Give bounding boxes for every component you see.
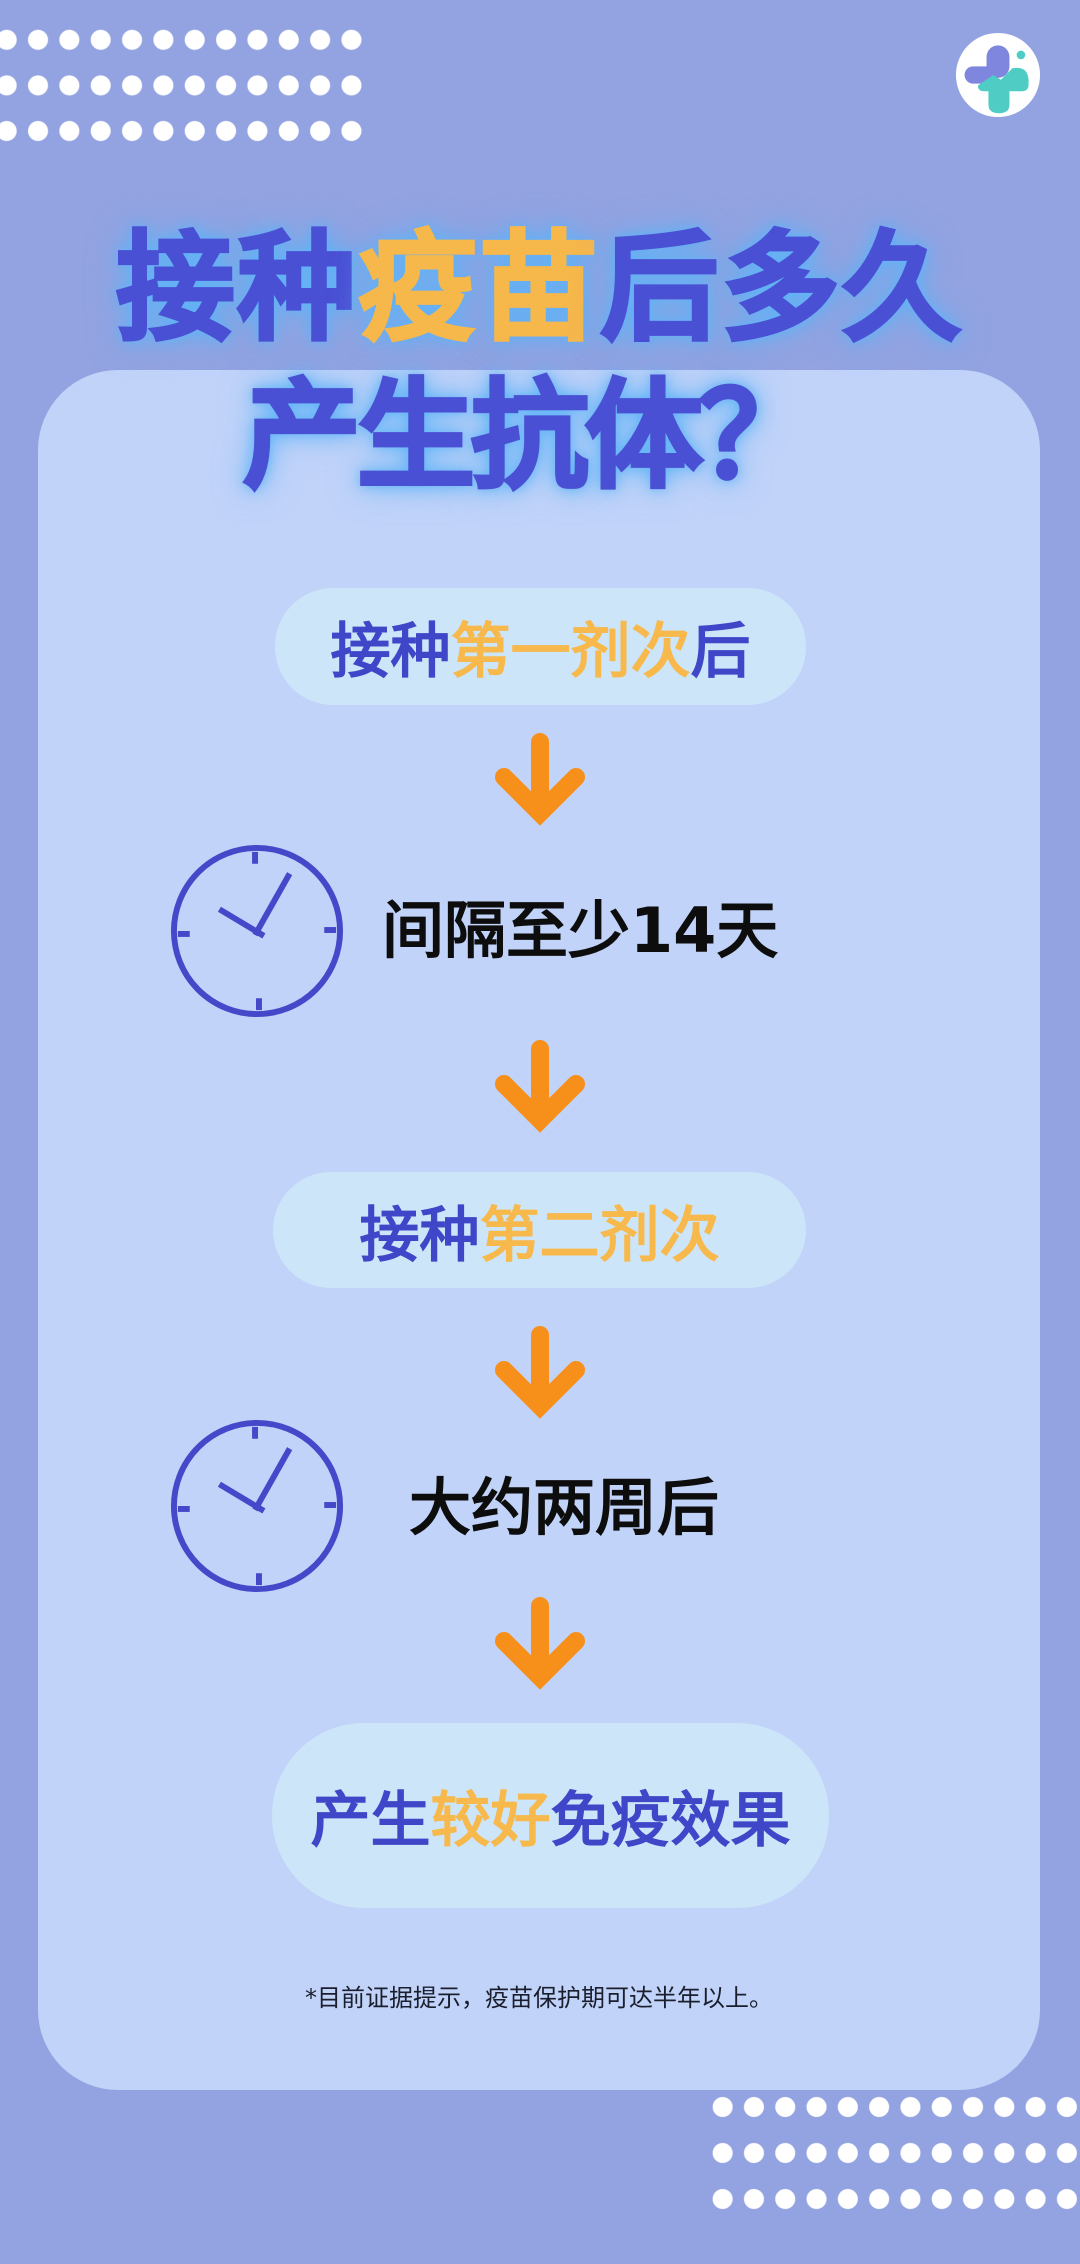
clock-icon xyxy=(168,842,346,1020)
headline-segment: 接种 xyxy=(115,219,359,357)
footnote: *目前证据提示，疫苗保护期可达半年以上。 xyxy=(305,1984,773,2012)
pill-segment: 后 xyxy=(690,617,751,687)
arrow-down-icon xyxy=(495,1040,585,1136)
headline-segment: 后多久 xyxy=(599,219,964,357)
pill-segment: 免疫效果 xyxy=(550,1786,791,1856)
pill-segment-highlight: 第二剂次 xyxy=(479,1200,720,1271)
interval-text-14-days: 间隔至少14天 xyxy=(382,894,779,967)
headline-line-2: 产生抗体？ xyxy=(0,367,1080,505)
clock-icon xyxy=(168,1417,346,1595)
arrow-down-icon xyxy=(495,1326,585,1422)
arrow-down-icon xyxy=(495,1597,585,1693)
headline-line-1: 接种疫苗后多久 xyxy=(0,219,1080,357)
step-first-dose-pill: 接种第一剂次后 xyxy=(275,588,806,705)
dot-pattern-top-left xyxy=(0,17,368,154)
step-second-dose-pill: 接种第二剂次 xyxy=(273,1172,806,1288)
medical-cross-logo-icon xyxy=(955,32,1041,118)
pill-segment-highlight: 第一剂次 xyxy=(450,617,691,687)
pill-segment: 接种 xyxy=(330,617,451,687)
interval-text-two-weeks: 大约两周后 xyxy=(409,1471,720,1544)
headline-segment-highlight: 疫苗 xyxy=(357,219,601,357)
dot-pattern-bottom-right xyxy=(707,2084,1080,2222)
pill-segment-highlight: 较好 xyxy=(430,1786,551,1856)
headline-segment: 产生抗体？ xyxy=(241,367,818,505)
pill-segment: 产生 xyxy=(310,1786,431,1856)
result-immunity-pill: 产生较好免疫效果 xyxy=(272,1723,829,1908)
pill-segment: 接种 xyxy=(359,1200,480,1271)
arrow-down-icon xyxy=(495,733,585,829)
